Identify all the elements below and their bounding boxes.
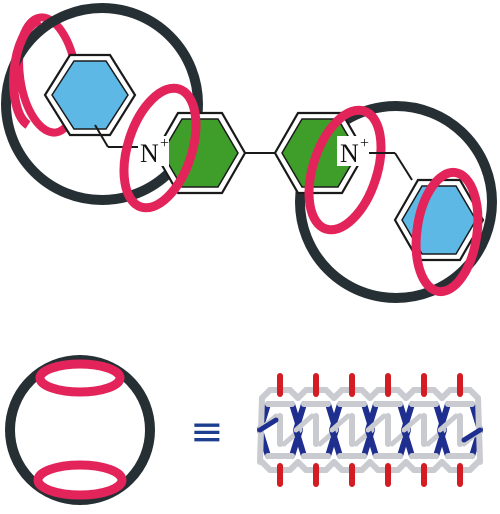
- model-nitrogen-bond: [365, 427, 379, 459]
- portal-ring-benzyl-left-front: [9, 15, 43, 129]
- nitrogen-symbol-left: N: [140, 139, 159, 168]
- benzene-ring-left-fill: [51, 60, 129, 130]
- benzyl-ch2-bond-right-b: [394, 152, 413, 181]
- nitrogen-symbol-right: N: [340, 139, 359, 168]
- model-nitrogen-bond: [293, 427, 307, 459]
- nitrogen-label-bg-right: [337, 136, 369, 166]
- model-bridgehead-bond: [365, 413, 387, 433]
- model-methylene-bond: [467, 459, 481, 473]
- portal-ring-pyridinium-right: [304, 105, 386, 235]
- model-bridgehead-bond: [401, 413, 423, 433]
- nitrogen-cation-left: N +: [139, 135, 169, 168]
- model-nitrogen-bond: [329, 427, 343, 459]
- model-nitrogen-bond: [257, 417, 279, 433]
- nitrogen-charge-right: +: [360, 135, 369, 152]
- benzyl-ch2-bond-left-a: [94, 124, 109, 148]
- macrocycle-wall-right: [295, 101, 497, 303]
- portal-ring-benzyl-right: [411, 167, 483, 297]
- model-nitrogen-bond: [461, 427, 483, 443]
- macrocycle-complex-right: [295, 101, 497, 303]
- schematic-macrocycle: [5, 355, 155, 505]
- schematic-portal-bottom: [33, 460, 127, 500]
- model-bridgehead-bond: [293, 413, 315, 433]
- schematic-wall: [5, 355, 155, 505]
- nitrogen-cation-right: N +: [337, 135, 369, 168]
- portal-ring-pyridinium-left: [119, 83, 201, 213]
- model-nitrogen-bond: [401, 427, 415, 459]
- macrocycle-wall-left: [1, 3, 203, 205]
- benzyl-group-left: [43, 53, 138, 148]
- equivalence-symbol: ≡: [190, 409, 224, 455]
- cucurbituril-stick-model: [257, 373, 483, 487]
- model-bridgehead-bond: [329, 413, 351, 433]
- model-nitrogen-bond: [437, 427, 451, 459]
- model-bridgehead-bond: [437, 413, 459, 433]
- schematic-portal-top: [35, 359, 125, 397]
- nitrogen-label-bg-left: [139, 136, 169, 166]
- nitrogen-charge-left: +: [160, 135, 169, 152]
